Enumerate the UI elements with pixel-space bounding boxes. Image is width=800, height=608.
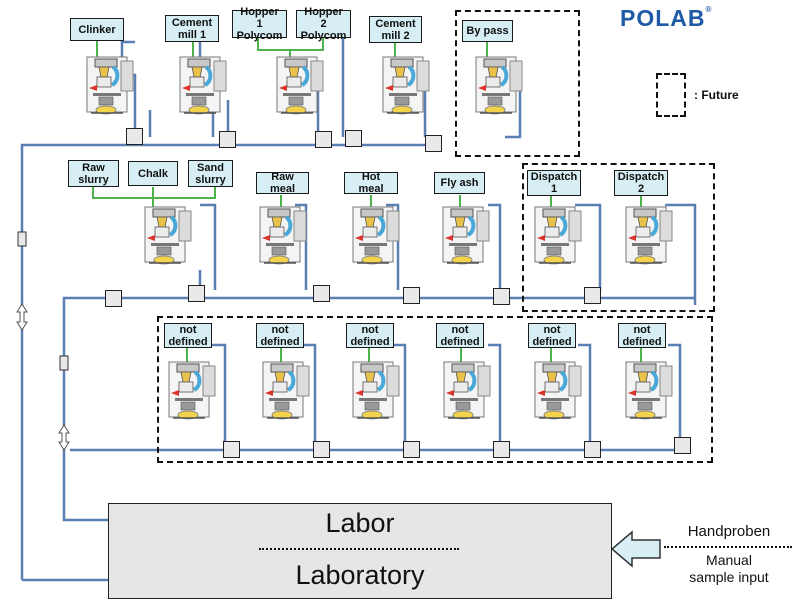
pipe-row1-trunk — [20, 143, 440, 580]
pipe-junction — [313, 285, 330, 302]
pipe-junction — [425, 135, 442, 152]
sampler-unit-icon — [179, 56, 227, 115]
sampler-unit-icon — [168, 361, 216, 420]
pipe-junction — [105, 290, 122, 307]
station-label-by-pass: By pass — [462, 20, 513, 42]
sampler-unit-icon — [442, 206, 490, 265]
sampler-unit-icon — [534, 361, 582, 420]
lab-label-english: Laboratory — [295, 560, 425, 590]
station-label-dispatch-2: Dispatch 2 — [614, 170, 668, 196]
station-label-not-defined-5: not defined — [528, 323, 576, 348]
future-group-undefined — [157, 316, 713, 463]
pipe-junction — [223, 441, 240, 458]
station-label-clinker: Clinker — [70, 18, 124, 41]
station-label-not-defined-4: not defined — [436, 323, 484, 348]
station-label-hopper-2-polycom: Hopper 2 Polycom — [296, 6, 351, 42]
pipe-row2-trunk — [62, 296, 600, 522]
sampler-unit-icon — [86, 56, 134, 115]
pipe-junction — [493, 441, 510, 458]
sampler-unit-icon — [625, 361, 673, 420]
sampler-unit-icon — [382, 56, 430, 115]
manual-input-arrow-icon — [610, 530, 661, 568]
future-legend-swatch — [656, 73, 686, 117]
station-label-fly-ash: Fly ash — [434, 172, 485, 194]
lab-label-german: Labor — [325, 508, 395, 538]
pipe-junction — [674, 437, 691, 454]
station-label-not-defined-2: not defined — [256, 323, 304, 348]
pipe-junction — [584, 287, 601, 304]
station-label-not-defined-3: not defined — [346, 323, 394, 348]
future-group-bypass — [455, 10, 580, 157]
sampler-unit-icon — [262, 361, 310, 420]
laboratory-box: Labor Laboratory — [108, 503, 612, 599]
station-label-raw-slurry: Raw slurry — [68, 160, 119, 187]
station-label-not-defined-6: not defined — [618, 323, 666, 348]
station-label-cement-mill-2: Cement mill 2 — [369, 16, 422, 43]
station-label-sand-slurry: Sand slurry — [188, 160, 233, 187]
pipe-junction — [313, 441, 330, 458]
manual-input-separator — [664, 546, 792, 548]
sampler-unit-icon — [475, 56, 523, 115]
manual-input-label-german: Handproben — [687, 523, 771, 540]
station-label-hot-meal: Hot meal — [344, 171, 398, 195]
pipe-junction — [345, 130, 362, 147]
pipe-junction — [188, 285, 205, 302]
sampler-unit-icon — [352, 361, 400, 420]
station-label-not-defined-1: not defined — [164, 323, 212, 348]
manual-input-label-english: Manual sample input — [689, 552, 769, 585]
sampler-unit-icon — [259, 206, 307, 265]
sampler-unit-icon — [276, 56, 324, 115]
pipe-junction — [493, 288, 510, 305]
pipe-junction — [584, 441, 601, 458]
pipe-junction — [219, 131, 236, 148]
sampler-unit-icon — [534, 206, 582, 265]
station-label-hopper-1-polycom: Hopper 1 Polycom — [232, 6, 287, 42]
future-group-dispatch — [522, 163, 715, 312]
sampler-unit-icon — [443, 361, 491, 420]
lab-separator — [259, 548, 459, 550]
sampler-unit-icon — [144, 206, 192, 265]
pipe-junction — [126, 128, 143, 145]
future-legend-text: : Future — [694, 88, 739, 102]
sampler-unit-icon — [625, 206, 673, 265]
pipe-junction — [403, 287, 420, 304]
station-label-cement-mill-1: Cement mill 1 — [165, 15, 219, 42]
pipe-coupling-icons — [16, 231, 70, 451]
pipe-junction — [403, 441, 420, 458]
station-label-raw-meal: Raw meal — [256, 171, 309, 195]
station-label-dispatch-1: Dispatch 1 — [527, 170, 581, 196]
station-label-chalk: Chalk — [128, 161, 178, 186]
polab-logo: POLAB® — [620, 5, 713, 31]
pipe-junction — [315, 131, 332, 148]
sampler-unit-icon — [352, 206, 400, 265]
